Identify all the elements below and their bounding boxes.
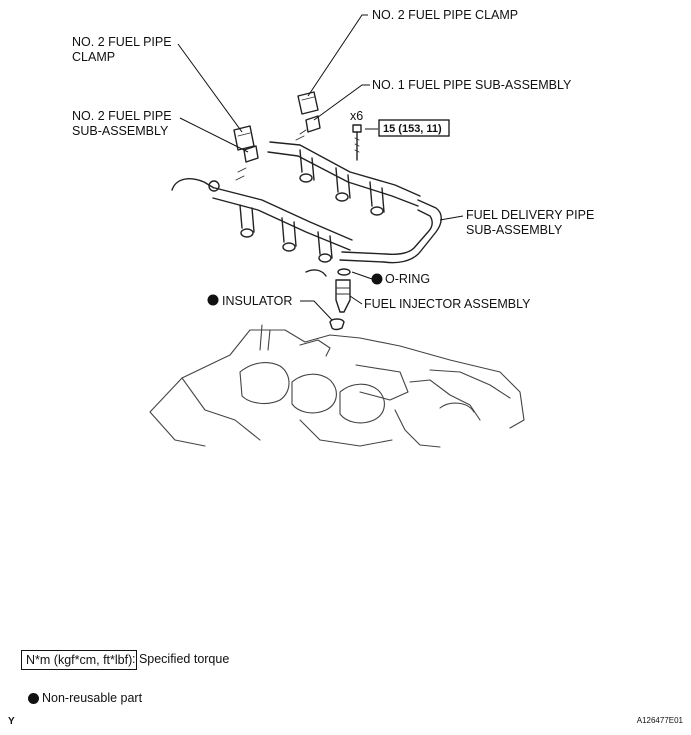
o-ring-nonreusable-icon xyxy=(371,273,383,285)
figure-id: A126477E01 xyxy=(636,716,683,725)
no1-fuel-pipe-fitting xyxy=(295,115,321,141)
filled-circle-icon xyxy=(28,693,39,704)
insulator-nonreusable-icon xyxy=(207,294,219,306)
leader-no2-clamp-top xyxy=(307,14,368,97)
leader-no2-subassembly xyxy=(179,117,249,153)
label-insulator: INSULATOR xyxy=(222,294,292,308)
nonreusable-description: Non-reusable part xyxy=(42,691,143,705)
torque-callout-box xyxy=(378,119,450,137)
leader-insulator xyxy=(300,300,333,321)
label-no1-subassembly: NO. 1 FUEL PIPE SUB-ASSEMBLY xyxy=(372,78,572,92)
no2-fuel-pipe-clamp-right xyxy=(297,91,319,115)
label-delivery-pipe-2: SUB-ASSEMBLY xyxy=(466,223,563,237)
no2-fuel-pipe-fitting xyxy=(235,145,259,181)
crossover-pipe-inner xyxy=(341,209,433,256)
label-no2-clamp-left-2: CLAMP xyxy=(72,50,115,64)
engine-intake-manifold xyxy=(149,324,525,448)
fuel-injector-part xyxy=(305,269,351,313)
label-injector: FUEL INJECTOR ASSEMBLY xyxy=(364,297,531,311)
torque-description: : Specified torque xyxy=(132,652,230,666)
label-torque-value: 15 (153, 11) xyxy=(383,123,442,135)
leader-delivery-pipe xyxy=(439,215,464,221)
label-o-ring: O-RING xyxy=(385,272,430,286)
fuel-delivery-pipe-rail xyxy=(171,178,353,263)
leader-no1-subassembly xyxy=(313,84,370,121)
leader-no2-clamp-left xyxy=(177,43,243,133)
label-no2-subassembly-2: SUB-ASSEMBLY xyxy=(72,124,169,138)
leader-o-ring xyxy=(351,271,373,280)
label-no2-clamp-top: NO. 2 FUEL PIPE CLAMP xyxy=(372,8,518,22)
bolt xyxy=(352,124,362,161)
torque-unit-box: N*m (kgf*cm, ft*lbf) xyxy=(21,650,138,670)
o-ring-part xyxy=(337,268,351,276)
label-delivery-pipe-1: FUEL DELIVERY PIPE xyxy=(466,208,594,222)
leader-injector xyxy=(349,295,363,305)
label-bolt-count: x6 xyxy=(350,109,363,123)
corner-mark: Y xyxy=(8,716,15,727)
no1-fuel-pipe-rail xyxy=(267,141,421,216)
label-no2-clamp-left-1: NO. 2 FUEL PIPE xyxy=(72,35,172,49)
insulator-part xyxy=(329,318,345,331)
crossover-pipe xyxy=(339,199,442,264)
label-no2-subassembly-1: NO. 2 FUEL PIPE xyxy=(72,109,172,123)
